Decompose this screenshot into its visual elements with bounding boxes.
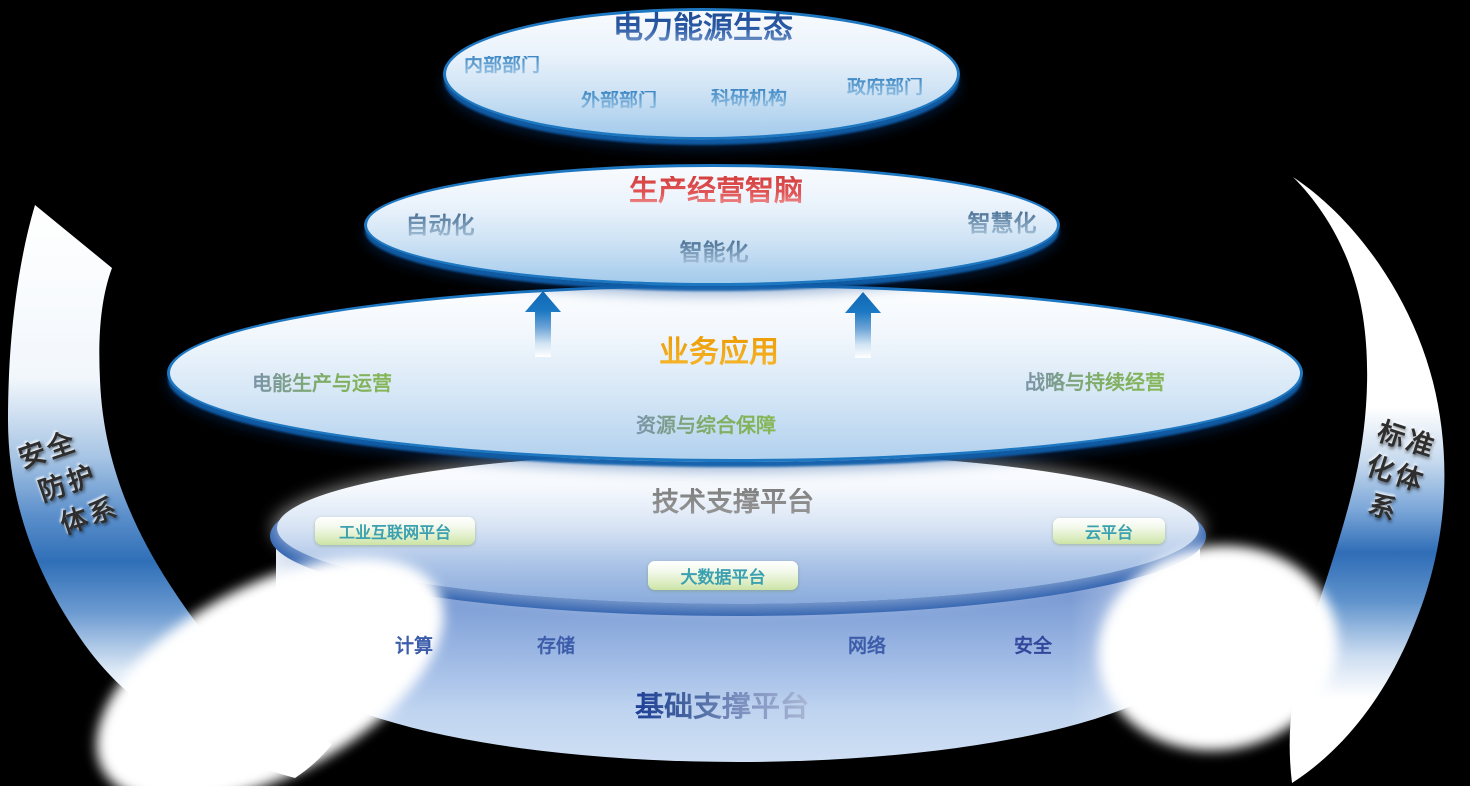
business-item-strategy: 战略与持续经营	[1025, 372, 1165, 394]
right-white-blob	[1098, 545, 1338, 751]
tech-platform-title: 技术支撑平台	[652, 487, 814, 517]
business-item-production: 电能生产与运营	[252, 373, 392, 395]
brain-item-automation: 自动化	[405, 212, 475, 238]
left-band-shape	[8, 205, 332, 778]
ecosystem-item-research: 科研机构	[710, 88, 788, 109]
ecosystem-item-government: 政府部门	[846, 77, 924, 98]
infra-item-network: 网络	[847, 636, 887, 657]
layer-ellipse-business	[167, 284, 1303, 462]
ecosystem-item-external: 外部部门	[580, 90, 658, 111]
business-title: 业务应用	[659, 336, 779, 369]
badge-industrial-internet-platform: 工业互联网平台	[315, 517, 475, 545]
left-white-blob	[96, 557, 444, 786]
business-item-resources: 资源与综合保障	[636, 415, 776, 437]
infra-item-storage: 存储	[536, 636, 576, 657]
layer-ellipse-brain	[364, 164, 1060, 286]
infra-item-compute: 计算	[394, 636, 434, 657]
brain-item-wisdom: 智慧化	[967, 210, 1037, 236]
badge-cloud-platform: 云平台	[1053, 518, 1165, 544]
up-arrow-icon	[525, 291, 561, 357]
brain-item-intelligence: 智能化	[679, 239, 749, 265]
infra-item-security: 安全	[1013, 636, 1053, 657]
layer-ellipse-ecosystem	[443, 8, 960, 140]
brain-title: 生产经营智脑	[628, 175, 804, 207]
ecosystem-title: 电力能源生态	[613, 12, 793, 45]
up-arrow-icon	[845, 292, 881, 358]
ecosystem-item-internal: 内部部门	[463, 55, 541, 76]
badge-big-data-platform: 大数据平台	[648, 561, 798, 590]
infra-platform-title: 基础支撑平台	[634, 691, 810, 723]
